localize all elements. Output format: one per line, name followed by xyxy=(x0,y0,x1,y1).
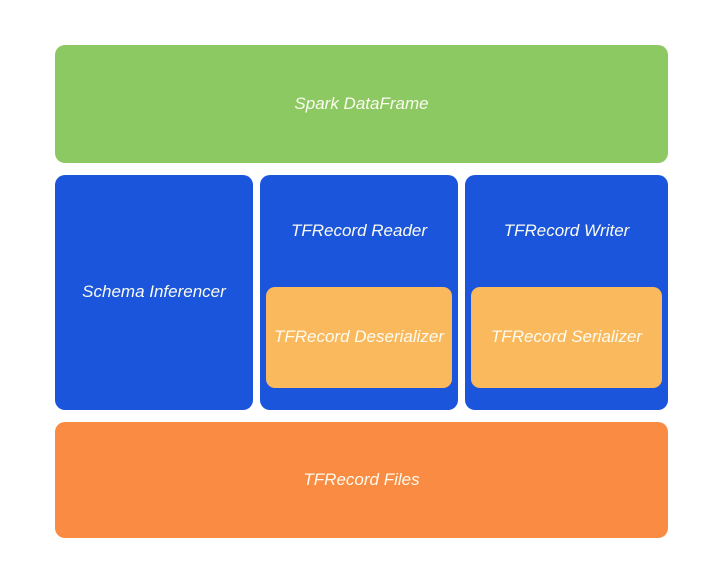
spark-dataframe-box: Spark DataFrame xyxy=(55,45,668,163)
tfrecord-writer-box: TFRecord Writer TFRecord Serializer xyxy=(465,175,668,410)
tfrecord-serializer-label: TFRecord Serializer xyxy=(490,327,643,347)
tfrecord-reader-label: TFRecord Reader xyxy=(290,220,428,240)
tfrecord-writer-label: TFRecord Writer xyxy=(503,220,630,240)
schema-inferencer-label: Schema Inferencer xyxy=(82,282,226,302)
tfrecord-reader-box: TFRecord Reader TFRecord Deserializer xyxy=(260,175,458,410)
tfrecord-files-box: TFRecord Files xyxy=(55,422,668,538)
tfrecord-serializer-box: TFRecord Serializer xyxy=(471,287,662,388)
tfrecord-deserializer-box: TFRecord Deserializer xyxy=(266,287,452,388)
tfrecord-writer-title: TFRecord Writer xyxy=(471,175,662,287)
schema-inferencer-box: Schema Inferencer xyxy=(55,175,253,410)
tfrecord-files-label: TFRecord Files xyxy=(303,469,420,489)
tfrecord-deserializer-label: TFRecord Deserializer xyxy=(273,327,445,347)
spark-dataframe-label: Spark DataFrame xyxy=(294,93,429,113)
tfrecord-reader-title: TFRecord Reader xyxy=(266,175,452,287)
